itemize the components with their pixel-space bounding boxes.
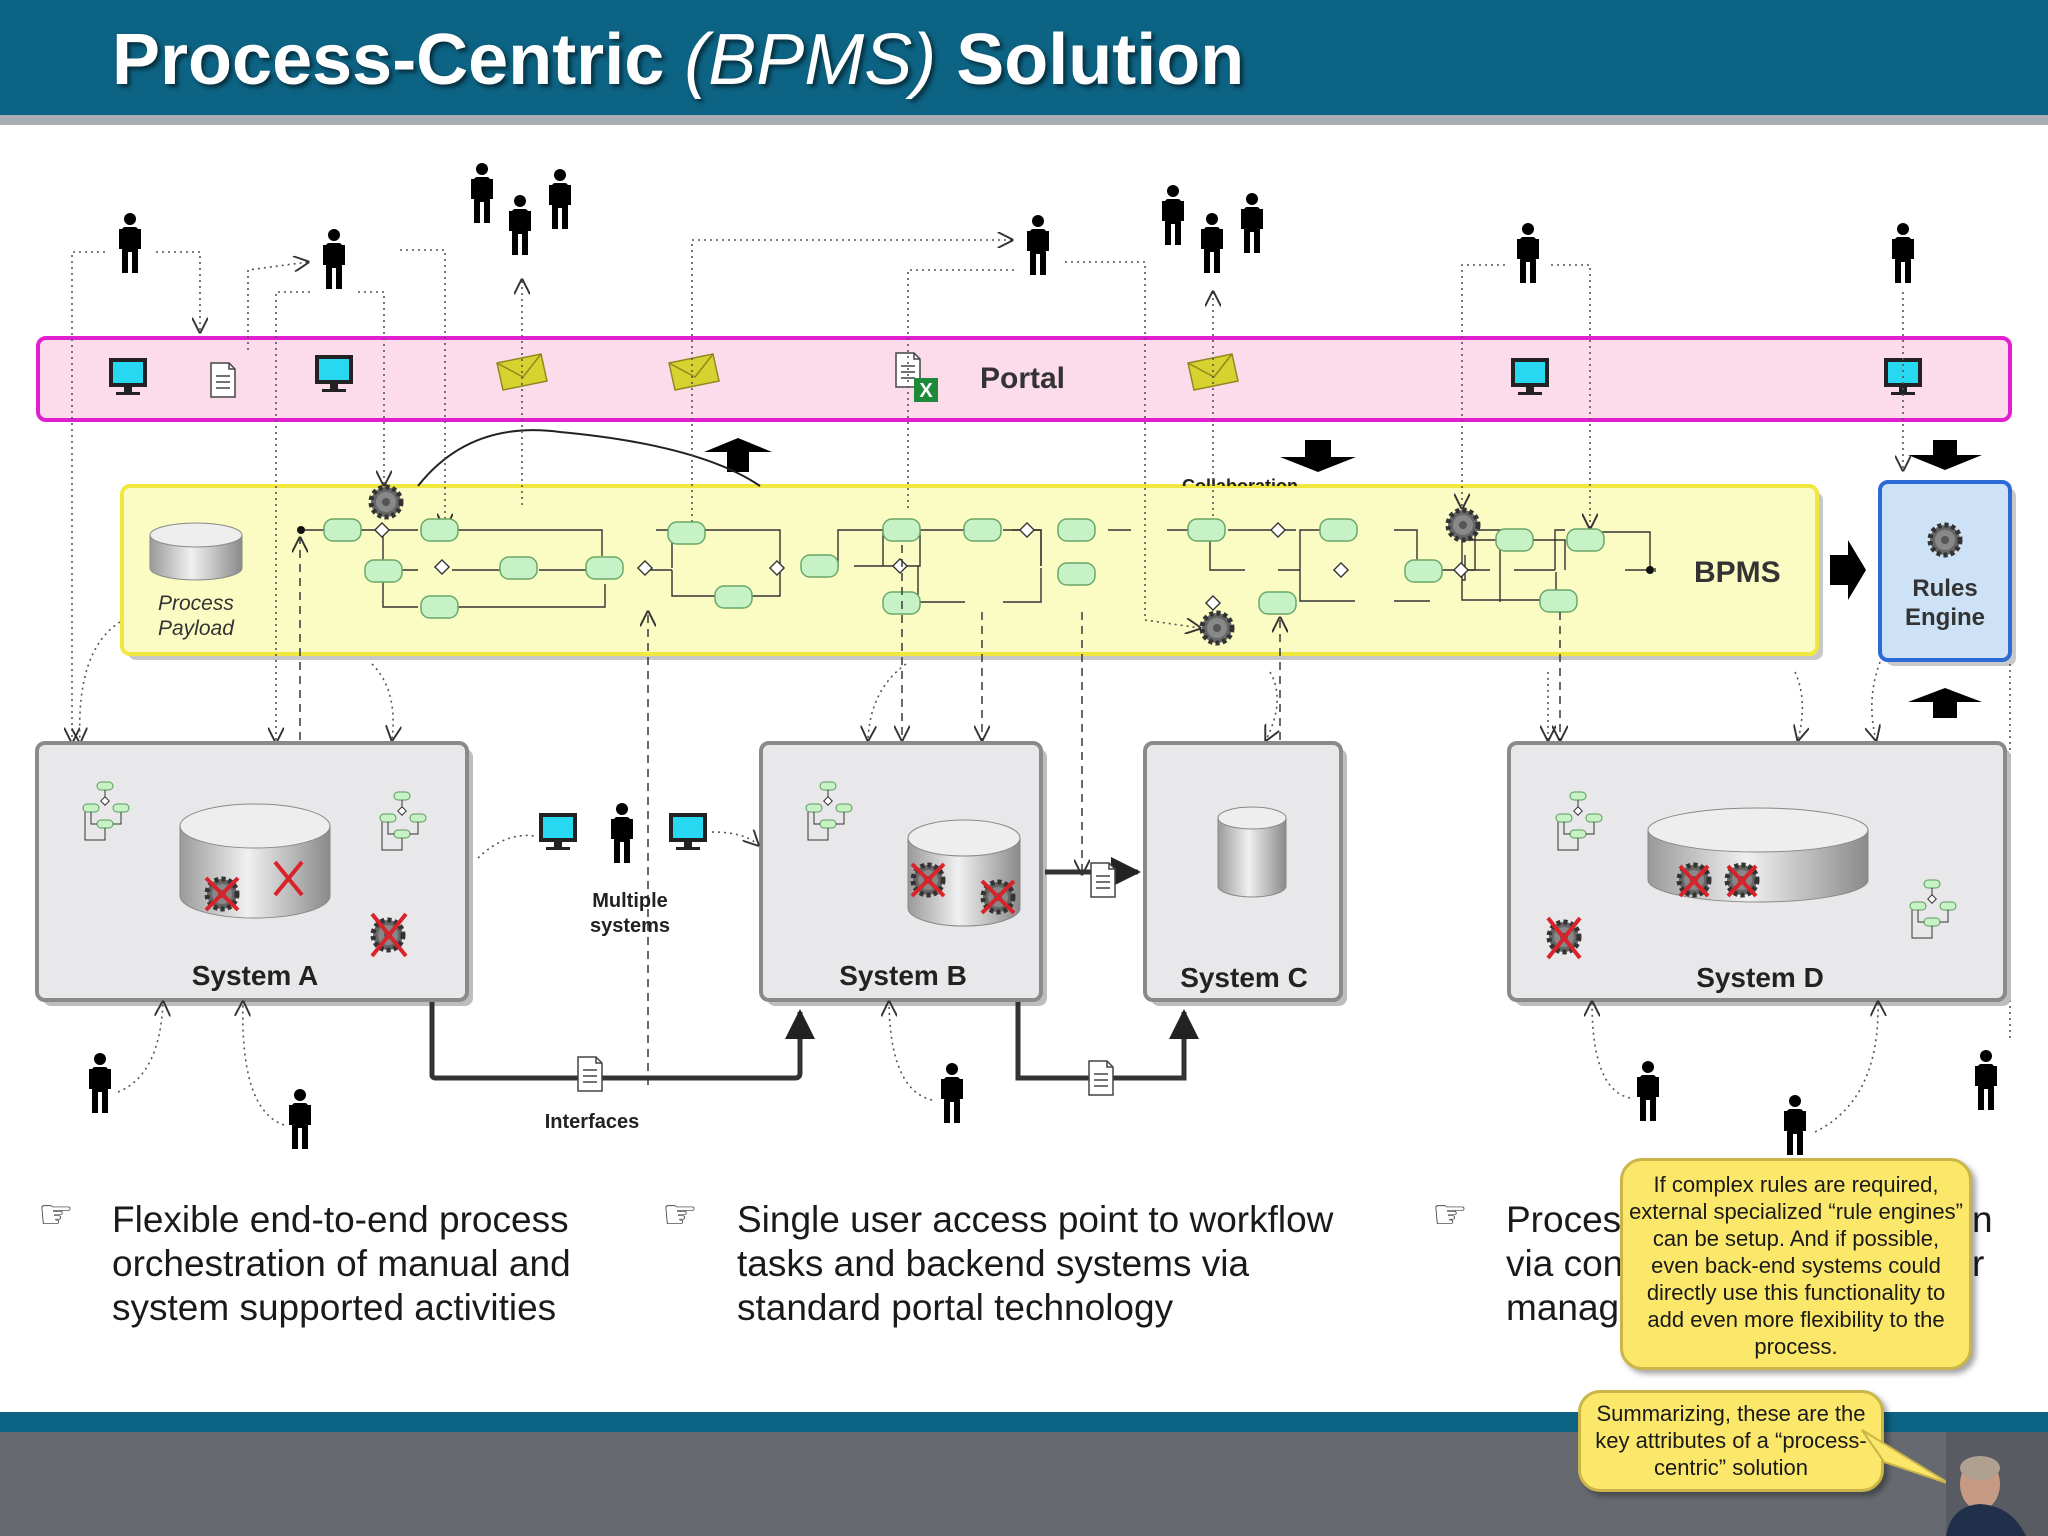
interfaces-label: Interfaces bbox=[545, 1111, 640, 1133]
process-payload-cylinder bbox=[149, 522, 243, 581]
down-arrow-icon bbox=[1908, 440, 1982, 470]
pointing-hand-icon: ☞ bbox=[38, 1193, 74, 1237]
person-icon bbox=[1517, 223, 1539, 283]
monitor-icon[interactable] bbox=[669, 813, 707, 850]
bullet-line: via con bbox=[1506, 1243, 1624, 1284]
document-icon[interactable] bbox=[577, 1056, 603, 1092]
down-arrow-icon bbox=[1280, 440, 1356, 472]
bullet-line: Single user access point to workflow bbox=[737, 1199, 1334, 1240]
rules-callout-text: If complex rules are required, external … bbox=[1629, 1172, 1963, 1359]
system-a-label: System A bbox=[192, 960, 319, 991]
bpms-label: BPMS bbox=[1694, 556, 1781, 589]
person-icon bbox=[89, 1053, 111, 1113]
svg-text:X: X bbox=[919, 380, 933, 402]
document-icon[interactable] bbox=[1090, 862, 1116, 898]
person-icon bbox=[1637, 1061, 1659, 1121]
bullet-line: r bbox=[1972, 1243, 1985, 1284]
pointing-hand-icon: ☞ bbox=[662, 1193, 698, 1237]
person-icon bbox=[323, 229, 345, 289]
system-d-label: System D bbox=[1696, 962, 1824, 993]
document-icon[interactable] bbox=[210, 362, 236, 398]
person-icon bbox=[1975, 1050, 1997, 1110]
pointing-hand-icon: ☞ bbox=[1432, 1193, 1468, 1237]
rules-callout: If complex rules are required, external … bbox=[1620, 1158, 1972, 1370]
presenter-video-thumbnail bbox=[1946, 1432, 2048, 1536]
system-b-box: System B bbox=[759, 741, 1047, 1006]
excel-document-icon[interactable]: X bbox=[895, 352, 938, 402]
person-icon bbox=[1892, 223, 1914, 283]
portal-label: Portal bbox=[980, 362, 1065, 395]
person-icon bbox=[611, 803, 633, 863]
person-icon bbox=[509, 195, 531, 255]
person-icon bbox=[941, 1063, 963, 1123]
summary-callout: Summarizing, these are the key attribute… bbox=[1578, 1390, 1884, 1492]
system-d-box: System D bbox=[1507, 741, 2011, 1006]
up-arrow-icon bbox=[704, 438, 772, 472]
document-icon[interactable] bbox=[1088, 1060, 1114, 1096]
footer-rule bbox=[0, 1412, 2048, 1432]
rules-engine-box bbox=[1878, 480, 2012, 662]
person-icon bbox=[1241, 193, 1263, 253]
title-main: Process-Centric bbox=[112, 20, 665, 100]
system-c-label: System C bbox=[1180, 962, 1308, 993]
bullet-line: manag bbox=[1506, 1287, 1620, 1328]
person-icon bbox=[119, 213, 141, 273]
bullet-line: tasks and backend systems via bbox=[737, 1243, 1250, 1284]
bpms-bar bbox=[120, 484, 1819, 656]
bullet-line: orchestration of manual and bbox=[112, 1243, 571, 1284]
summary-callout-text: Summarizing, these are the key attribute… bbox=[1595, 1401, 1867, 1480]
person-icon bbox=[1784, 1095, 1806, 1155]
system-c-box: System C bbox=[1143, 741, 1347, 1006]
callout-pointer bbox=[1861, 1429, 1951, 1485]
collaboration-arc bbox=[417, 429, 761, 487]
monitor-icon[interactable] bbox=[539, 813, 577, 850]
up-arrow-icon bbox=[1908, 688, 1982, 718]
title-bar bbox=[0, 0, 2048, 115]
title-bar-rule bbox=[0, 115, 2048, 125]
bullet-line: n bbox=[1972, 1199, 1993, 1240]
bullet-line: Flexible end-to-end process bbox=[112, 1199, 569, 1240]
person-icon bbox=[1162, 185, 1184, 245]
person-icon bbox=[1201, 213, 1223, 273]
person-icon bbox=[289, 1089, 311, 1149]
slide-title: Process-Centric (BPMS) Solution bbox=[112, 10, 1244, 110]
system-b-label: System B bbox=[839, 960, 967, 991]
person-icon bbox=[471, 163, 493, 223]
process-flow bbox=[297, 487, 1656, 643]
right-arrow-icon bbox=[1830, 540, 1866, 600]
bullet-line: standard portal technology bbox=[737, 1287, 1174, 1328]
person-icon bbox=[549, 169, 571, 229]
bullet-2: Single user access point to workflow tas… bbox=[737, 1198, 1333, 1330]
bullet-line: system supported activities bbox=[112, 1287, 557, 1328]
person-icon bbox=[1027, 215, 1049, 275]
title-end: Solution bbox=[956, 20, 1245, 100]
bullet-3-right-fragment: n r bbox=[1972, 1198, 1993, 1286]
bullet-1: Flexible end-to-end process orchestratio… bbox=[112, 1198, 571, 1330]
gear-icon bbox=[1930, 525, 1960, 555]
bullet-3: Proces via con manag bbox=[1506, 1198, 1623, 1330]
title-italic: (BPMS) bbox=[684, 20, 937, 100]
system-a-box: System A bbox=[35, 741, 473, 1006]
bullet-line: Proces bbox=[1506, 1199, 1622, 1240]
